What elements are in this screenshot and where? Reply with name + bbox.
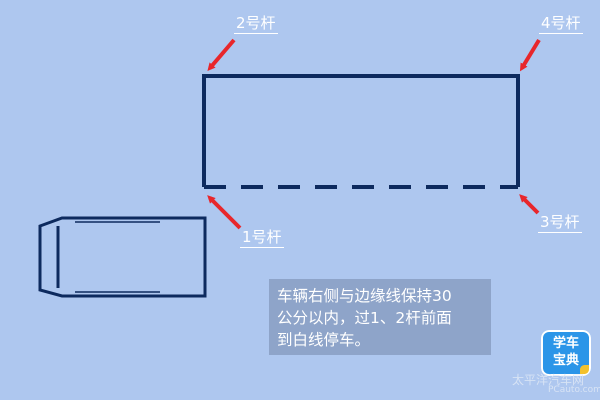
arrow-pole-1 [207,195,242,230]
pole-3-label: 3号杆 [538,213,582,233]
pole-2-label: 2号杆 [234,14,278,34]
pole-arrows [207,38,541,230]
parking-bay-outline [202,74,520,187]
logo-text-line2: 宝典 [552,353,579,368]
pole-4-label: 4号杆 [539,14,583,34]
logo-text-line1: 学车 [552,336,579,351]
arrow-pole-3 [519,194,540,215]
pole-1-label: 1号杆 [240,228,284,248]
arrow-pole-4 [519,38,541,72]
app-logo: 学车 宝典 [541,330,591,376]
instruction-note: 车辆右侧与边缘线保持30 公分以内，过1、2杆前面 到白线停车。 [269,279,491,355]
watermark-url: PCauto.com.cn [548,385,600,395]
car-outline [38,216,207,298]
watermark-text: 太平洋汽车网 [512,373,585,387]
logo-leaf-icon [580,365,589,374]
arrow-pole-2 [207,38,236,72]
